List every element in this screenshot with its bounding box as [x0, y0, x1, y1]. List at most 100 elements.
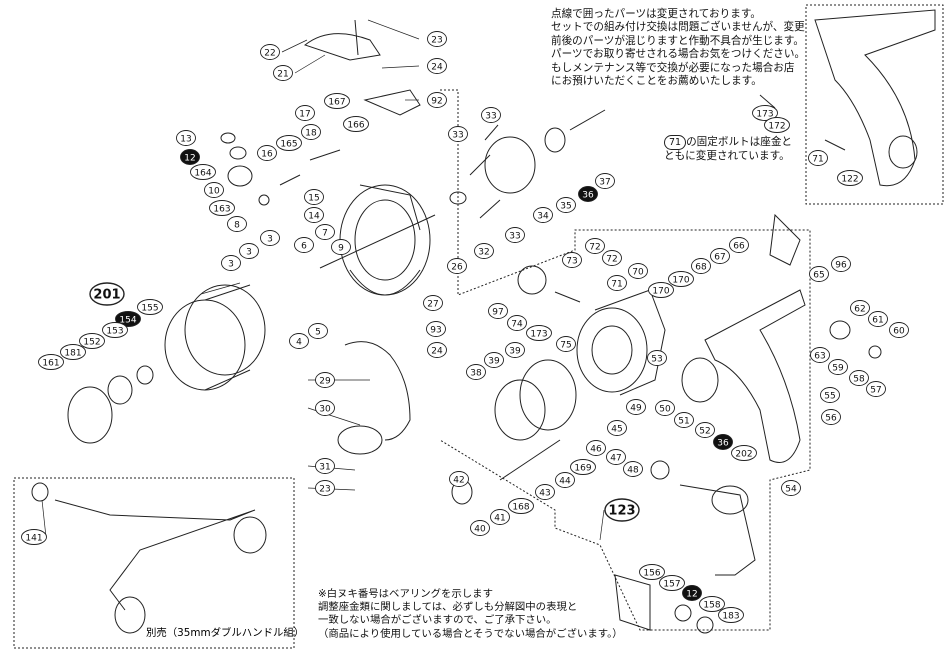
part-number-text: 21	[277, 69, 288, 79]
part-label-54: 54	[781, 480, 801, 496]
part-label-97: 97	[488, 303, 508, 319]
part-label-63: 63	[810, 347, 830, 363]
part-label-92: 92	[427, 92, 447, 108]
part-label-183: 183	[718, 607, 744, 623]
part-number-text: 65	[813, 270, 824, 280]
part-number-text: 12	[686, 589, 697, 599]
part-label-155: 155	[137, 299, 163, 315]
part-label-122: 122	[837, 170, 863, 186]
bolt-notice-line: ともに変更されています。	[664, 150, 790, 162]
part-number-text: 74	[511, 319, 523, 329]
part-number-text: 36	[717, 438, 729, 448]
part-label-62: 62	[850, 300, 870, 316]
part-number-text: 60	[893, 326, 905, 336]
part-number-text: 170	[672, 275, 689, 285]
part-number-text: 158	[703, 600, 720, 610]
part-number-text: 27	[427, 299, 438, 309]
part-number-text: 17	[299, 109, 310, 119]
part-number-text: 7	[322, 228, 328, 238]
part-number-text: 173	[530, 329, 547, 339]
part-label-93: 93	[426, 321, 446, 337]
part-number-labels: 2322212492167166181716165131216410163815…	[21, 31, 909, 623]
part-label-181: 181	[60, 344, 86, 360]
part-number-text: 34	[537, 211, 549, 221]
part-label-24: 24	[427, 342, 447, 358]
part-label-29: 29	[315, 372, 335, 388]
rotor-assembly-drawing	[319, 89, 436, 296]
part-label-158: 158	[699, 596, 725, 612]
part-number-text: 157	[663, 579, 680, 589]
part-label-165: 165	[276, 135, 302, 151]
part-label-42: 42	[449, 471, 469, 487]
top-cap-drawing	[303, 33, 381, 61]
part-label-39: 39	[484, 352, 504, 368]
part-number-text: 46	[590, 444, 602, 454]
part-label-36: 36	[713, 434, 733, 450]
part-number-text: 14	[308, 211, 320, 221]
part-number-text: 55	[824, 391, 835, 401]
part-number-text: 58	[853, 374, 865, 384]
bearing-shim-notice: ※白ヌキ番号はベアリングを示します 調整座金類に関しましては、必ずしも分解図中の…	[318, 588, 623, 641]
part-label-31: 31	[315, 458, 335, 474]
part-label-68: 68	[691, 258, 711, 274]
part-label-48: 48	[623, 461, 643, 477]
part-label-8: 8	[227, 216, 247, 232]
part-label-169: 169	[570, 459, 596, 475]
part-number-text: 29	[319, 376, 331, 386]
part-label-53: 53	[647, 350, 667, 366]
part-label-12: 12	[682, 585, 702, 601]
part-number-text: 43	[539, 488, 550, 498]
part-number-text: 166	[347, 120, 364, 130]
part-number-text: 47	[610, 453, 621, 463]
part-number-text: 155	[141, 303, 158, 313]
part-label-32: 32	[474, 243, 494, 259]
notice-line: セットでの組み付け交換は問題ございませんが、変更	[551, 21, 805, 34]
part-number-text: 40	[474, 524, 486, 534]
handle-drawing	[679, 484, 756, 576]
part-label-12: 12	[180, 149, 200, 165]
part-number-text: 173	[756, 109, 773, 119]
part-label-163: 163	[209, 200, 235, 216]
part-label-51: 51	[674, 412, 694, 428]
reel-foot-drawing	[704, 289, 806, 463]
part-label-3: 3	[239, 243, 259, 259]
part-label-67: 67	[710, 248, 730, 264]
part-label-10: 10	[204, 182, 224, 198]
part-label-173: 173	[526, 325, 552, 341]
part-label-168: 168	[508, 498, 534, 514]
part-label-44: 44	[555, 472, 575, 488]
body-housing-drawing	[494, 289, 666, 441]
spool-drawing	[67, 284, 266, 444]
part-number-text: 35	[560, 201, 571, 211]
part-label-9: 9	[331, 239, 351, 255]
part-label-74: 74	[507, 315, 527, 331]
notice-line: 調整座金類に関しましては、必ずしも分解図中の表現と	[318, 601, 578, 614]
part-number-text: 161	[42, 358, 59, 368]
part-label-66: 66	[729, 237, 749, 253]
part-number-text: 24	[431, 62, 443, 72]
part-label-58: 58	[849, 370, 869, 386]
part-number-text: 4	[296, 337, 302, 347]
part-number-text: 59	[832, 363, 844, 373]
part-label-33: 33	[481, 107, 501, 123]
part-label-43: 43	[535, 484, 555, 500]
part-number-text: 24	[431, 346, 443, 356]
notice-line: 点線で囲ったパーツは変更されております。	[551, 8, 761, 20]
part-label-96: 96	[831, 256, 851, 272]
notice-line: 一致しない場合がございますので、ご了承下さい。	[318, 614, 557, 627]
part-number-text: 141	[25, 533, 42, 543]
part-number-text: 50	[659, 404, 671, 414]
part-number-text: 9	[338, 243, 344, 253]
part-number-text: 164	[194, 168, 211, 178]
part-number-text: 52	[699, 426, 710, 436]
part-number-text: 57	[870, 385, 881, 395]
part-number-text: 23	[319, 484, 330, 494]
part-label-153: 153	[102, 322, 128, 338]
part-number-text: 10	[208, 186, 220, 196]
part-number-text: 122	[841, 174, 858, 184]
part-number-text: 30	[319, 404, 331, 414]
part-number-text: 67	[714, 252, 725, 262]
part-label-123: 123	[604, 498, 640, 522]
